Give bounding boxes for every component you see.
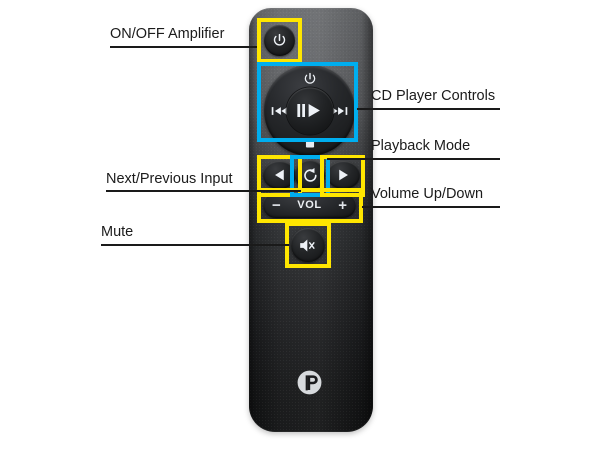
mute-button[interactable] [291,228,325,262]
next-input-button[interactable] [327,161,360,189]
callout-label-inputs: Next/Previous Input [106,171,233,187]
highlight-box-mute [285,222,331,268]
callout-label-cd-controls: CD Player Controls [371,88,496,104]
dpad-power-button[interactable] [303,72,317,86]
power-icon [273,33,286,46]
highlight-box-volume [257,188,363,223]
callout-label-playback-mode: Playback Mode [371,138,471,154]
dpad-next-track-button[interactable] [331,105,348,117]
callout-label-mute: Mute [101,224,134,240]
highlight-box-power [257,18,302,63]
highlight-box-previous-input [257,155,302,197]
triangle-right-icon [339,169,348,181]
leader-line-mute [101,244,289,246]
highlight-box-playback-mode [290,155,330,197]
triangle-left-icon [275,169,284,181]
power-button[interactable] [264,25,295,56]
brand-logo [297,370,322,395]
p-monogram-logo [297,370,322,395]
previous-track-icon [271,106,288,115]
leader-line-volume [362,206,500,208]
volume-label: VOL [297,199,322,211]
callout-label-volume: Volume Up/Down [371,186,484,202]
leader-line-playback-mode [327,158,500,160]
volume-down-button[interactable]: − [272,196,281,214]
leader-line-inputs [106,190,301,192]
speaker-mute-icon [299,238,315,252]
leader-line-cd-controls [357,108,500,110]
callout-label-power: ON/OFF Amplifier [110,26,225,42]
power-icon [304,72,315,84]
dpad-play-pause-button[interactable] [286,87,333,134]
loop-repeat-icon [303,167,317,182]
play-pause-icon [297,104,320,117]
highlight-box-next-input [320,155,365,197]
highlight-box-cd-controls [257,62,358,142]
dpad-previous-track-button[interactable] [271,105,288,117]
volume-up-button[interactable]: + [338,196,347,214]
next-track-icon [331,106,348,115]
leader-line-power [110,46,257,48]
